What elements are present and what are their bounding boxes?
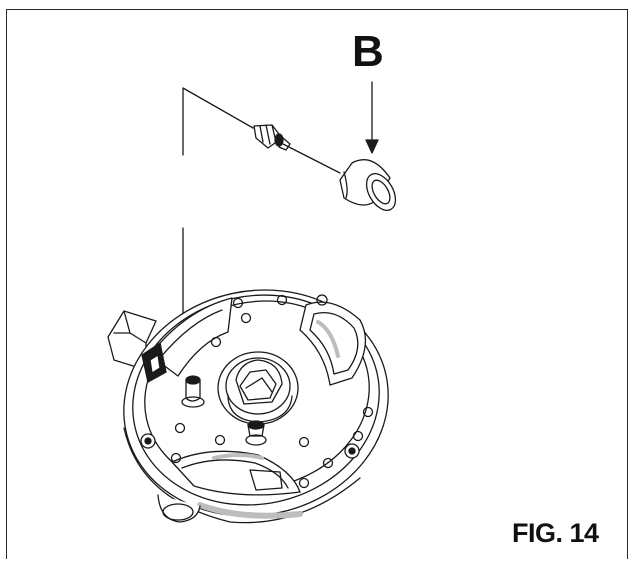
sleeve-part-b — [339, 159, 397, 211]
figure-frame — [6, 9, 628, 559]
callout-label-b: B — [352, 27, 384, 76]
base-plate — [107, 289, 389, 524]
callout-arrow — [365, 81, 379, 154]
nozzle-fitting — [253, 124, 291, 151]
figure-caption: FIG. 14 — [512, 518, 599, 548]
